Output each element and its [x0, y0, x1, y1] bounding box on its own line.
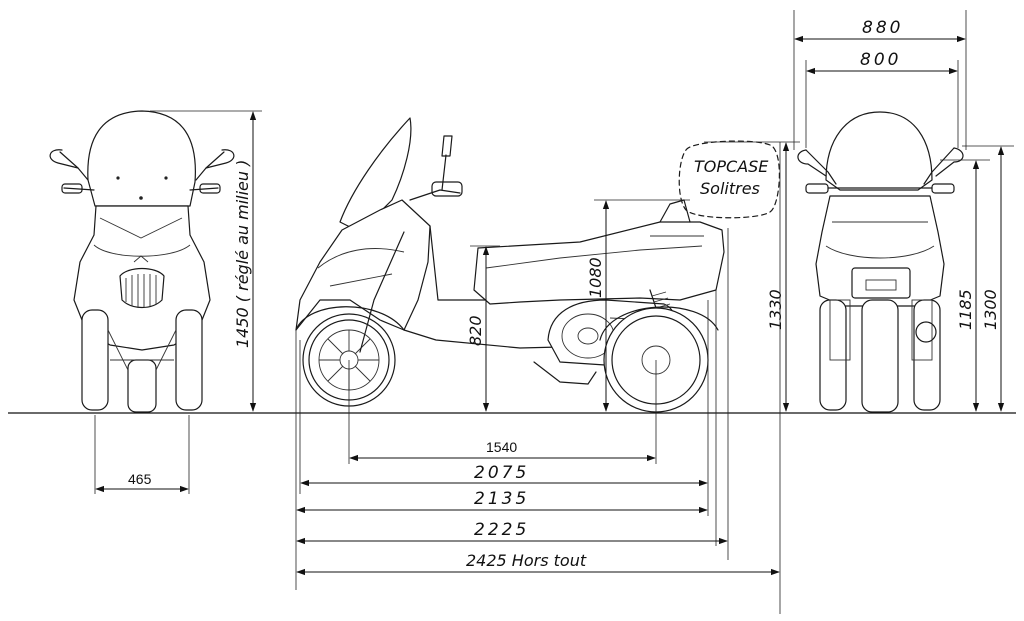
length-2135-label: 2135	[474, 489, 529, 509]
seat-height-label: 820	[466, 315, 485, 346]
height-1330-label: 1330	[766, 289, 785, 330]
side-view-scooter	[295, 117, 725, 413]
height-1330-dimension	[704, 141, 800, 412]
track-width-label: 465	[128, 471, 152, 487]
topcase-note-line2: Solitres	[700, 179, 760, 198]
length-2075-label: 2075	[474, 463, 529, 483]
overall-length-label: 2425 Hors tout	[466, 551, 587, 570]
topcase-note-line1: TOPCASE	[694, 157, 769, 176]
width-880-dimension	[793, 10, 967, 150]
height-1300-label: 1300	[981, 289, 1000, 330]
width-800-dimension	[805, 60, 959, 148]
length-2225-label: 2225	[474, 520, 529, 540]
height-1300-dimension	[962, 145, 1014, 412]
width-880-label: 880	[862, 18, 903, 38]
height-1185-label: 1185	[956, 289, 975, 330]
topcase-note: TOPCASE Solitres	[678, 140, 780, 219]
width-800-label: 800	[860, 50, 901, 70]
wheelbase-label: 1540	[486, 439, 517, 455]
length-extension-lines	[295, 142, 781, 614]
front-height-label: 1450 ( réglé au milieu )	[233, 160, 252, 348]
track-width-dimension	[94, 415, 190, 494]
height-1185-dimension	[940, 159, 990, 412]
height-1080-label: 1080	[586, 257, 605, 298]
height-1080-dimension	[594, 199, 690, 412]
rear-view-scooter	[797, 111, 964, 413]
front-height-dimension	[150, 110, 262, 412]
front-view-scooter	[49, 110, 235, 413]
seat-height-dimension	[470, 245, 500, 412]
